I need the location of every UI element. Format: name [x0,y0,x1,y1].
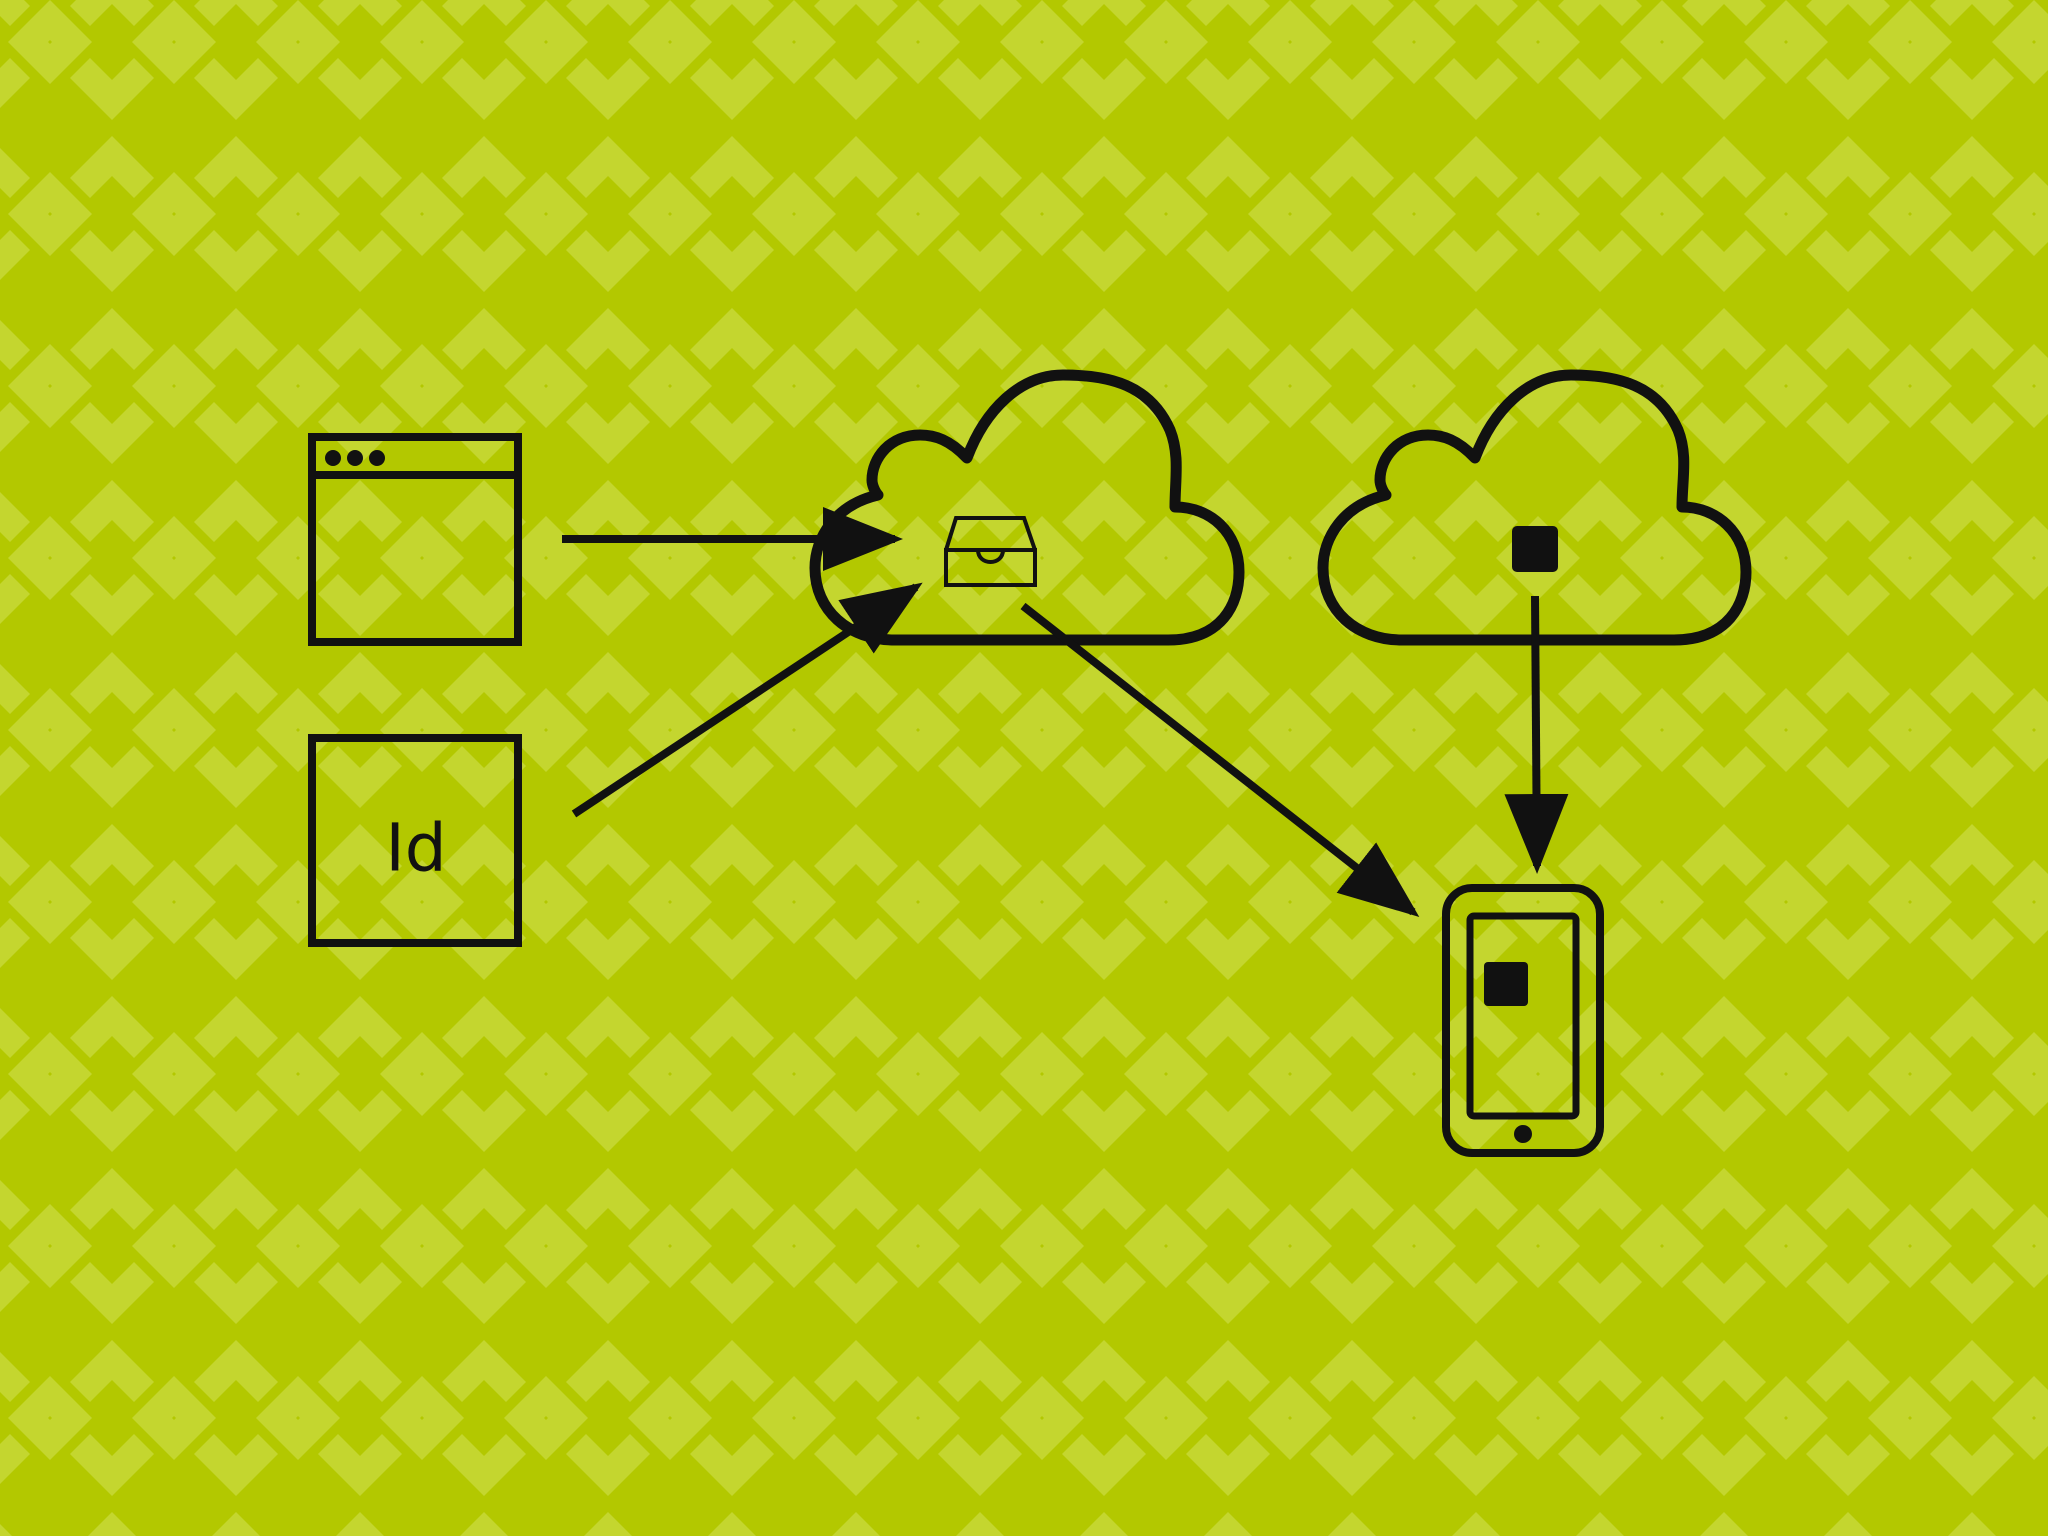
indesign-document-icon: Id [308,734,522,947]
smartphone-icon [1442,884,1604,1157]
indesign-label: Id [385,810,446,887]
arrows [562,507,1569,917]
square-app-icon-phone [1484,962,1528,1006]
cloud-icon-right [1317,369,1752,646]
home-button [1514,1125,1532,1143]
arrow-app-cloud-to-phone [1504,595,1569,874]
arrow-id-to-cloud [571,582,923,818]
browser-window-icon [308,433,522,646]
inbox-tray-icon [944,516,1037,587]
square-app-icon-cloud [1512,526,1558,572]
arrow-cloud-to-phone [1020,602,1420,917]
